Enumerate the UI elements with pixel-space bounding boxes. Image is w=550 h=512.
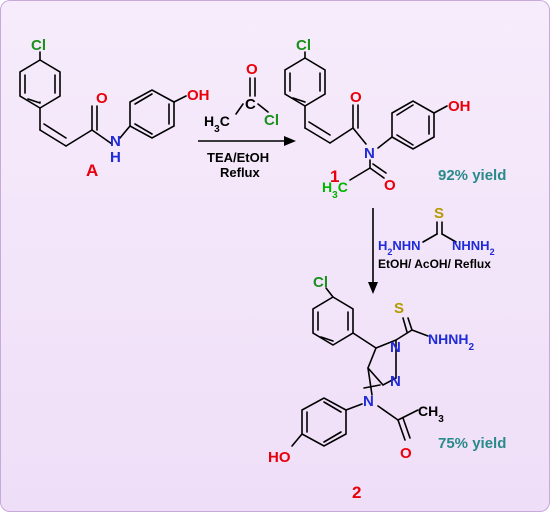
compound-1-o-atom-2: O [384,177,396,194]
compound-a-cl-atom: Cl [31,37,46,54]
compound-2-s-atom: S [394,300,404,317]
compound-1-structure [284,51,448,181]
compound-2-pyrazoline-ring [367,338,397,387]
compound-2-o-atom: O [400,445,412,462]
thiocarbohydrazide-reagent [422,221,457,243]
step1-condition-tea-etoh: TEA/EtOH [207,150,269,165]
acetyl-chloride-reagent [235,77,269,115]
compound-a-o-atom: O [96,90,108,107]
compound-2-hydroxyphenyl-ring [301,397,347,447]
compound-2-yield: 75% yield [438,435,506,452]
compound-a-structure [19,51,187,147]
compound-2-cl-atom: Cl [313,274,328,291]
compound-a-h-atom: H [110,149,121,166]
reagent-h2nhn-group: H2NHN [378,238,421,257]
reagent-s-atom: S [434,205,444,222]
compound-2-ho-group: HO [268,449,291,466]
compound-1-oh-group: OH [448,98,471,115]
reagent-nhnh2-group: NHNH2 [452,238,495,257]
reagent-o-atom: O [246,61,258,78]
compound-2-nhnh2-group: NHNH2 [428,331,474,353]
reagent-cl-atom: Cl [264,112,279,129]
reaction-arrow-2 [368,208,378,294]
compound-2-amide-n-atom: N [363,393,374,410]
compound-1-yield: 92% yield [438,167,506,184]
compound-2-label: 2 [352,483,361,502]
compound-1-cl-atom: Cl [296,37,311,54]
compound-2-structure [291,287,429,447]
compound-a-hydroxyphenyl-ring [129,89,175,139]
compound-1-hydroxyphenyl-ring [391,100,435,150]
compound-2-n1-atom: N [390,339,401,356]
compound-2-ch3-group: CH3 [418,403,444,425]
compound-a-label: A [86,161,98,180]
compound-1-label: 1 [330,167,339,186]
compound-1-chlorophenyl-ring [284,57,326,107]
compound-1-h3c-group: H3C [322,179,348,201]
compound-1-o-atom-1: O [350,89,362,106]
step2-condition: EtOH/ AcOH/ Reflux [378,257,491,271]
compound-a-n-atom: N [110,133,121,150]
reagent-h3c-group: H3C [204,113,230,135]
compound-2-chlorophenyl-ring [312,296,354,346]
compound-a-oh-group: OH [187,87,210,104]
compound-2-n2-atom: N [390,373,401,390]
compound-a-chlorophenyl-ring [19,59,61,109]
reagent-carbonyl-c: C [245,96,256,113]
compound-1-n-atom: N [364,145,375,162]
reaction-arrow-1 [198,136,296,146]
step1-condition-reflux: Reflux [220,165,261,180]
